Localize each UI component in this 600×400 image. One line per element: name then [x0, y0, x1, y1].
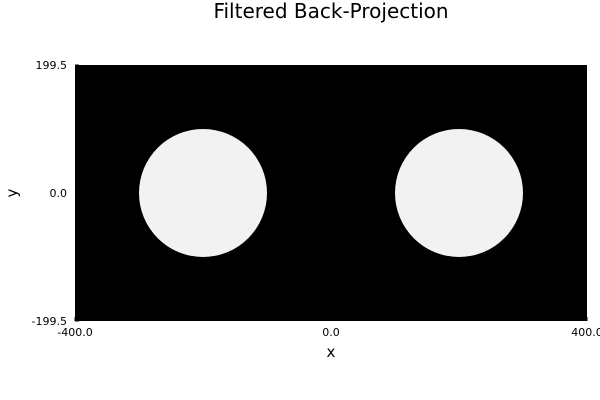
chart-title: Filtered Back-Projection: [213, 0, 448, 23]
disk-object-2: [395, 129, 523, 257]
y-axis-label: y: [3, 188, 21, 197]
x-tick-label-2: 0.0: [322, 326, 340, 339]
image-objects: [139, 129, 523, 257]
axes: -400.0 0.0 400.0 199.5 0.0 -199.5: [32, 59, 600, 339]
disk-object-1: [139, 129, 267, 257]
y-tick-label-2: 0.0: [50, 187, 68, 200]
x-tick-label-1: -400.0: [57, 326, 92, 339]
y-tick-label-1: 199.5: [36, 59, 68, 72]
x-tick-label-3: 400.0: [571, 326, 600, 339]
y-tick-label-3: -199.5: [32, 315, 67, 328]
x-axis-label: x: [327, 343, 336, 361]
